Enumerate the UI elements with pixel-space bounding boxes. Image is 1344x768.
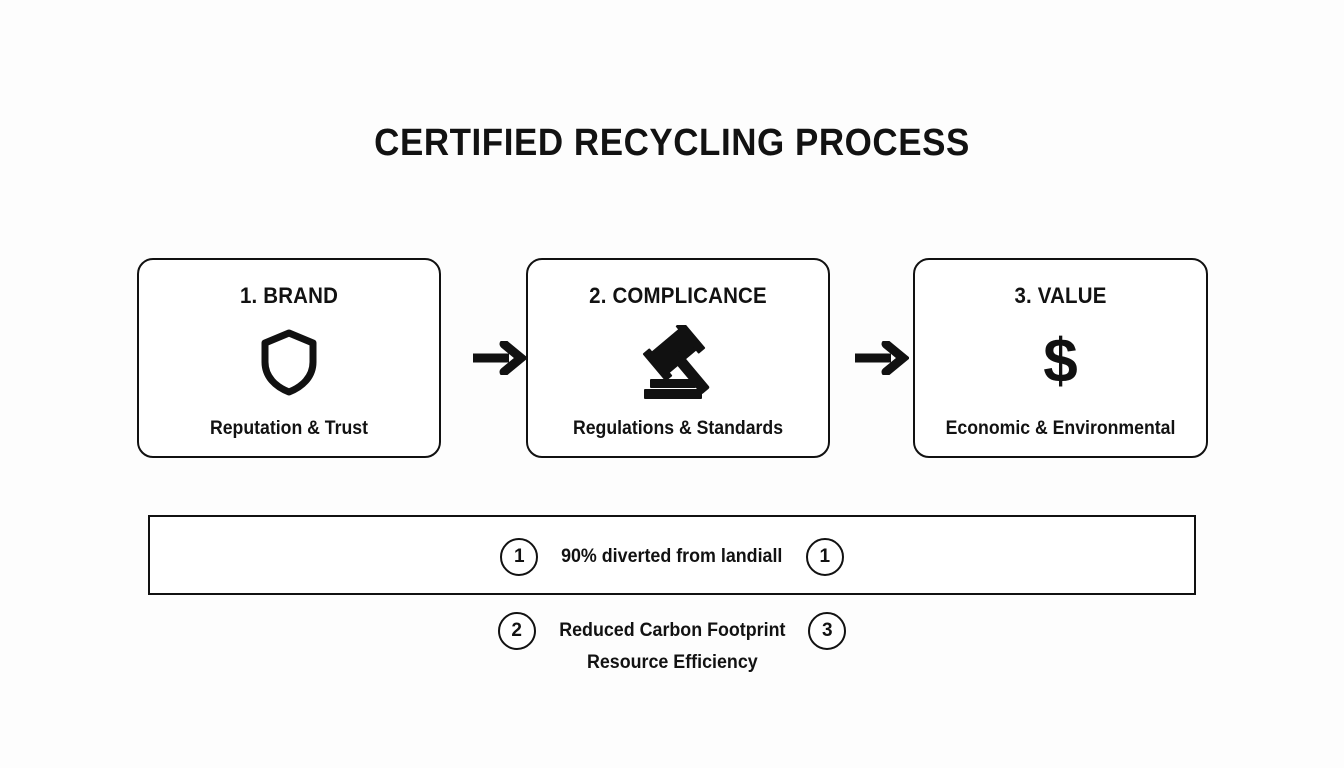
gavel-icon	[528, 325, 828, 399]
step-heading: 1. BRAND	[239, 283, 339, 308]
dollar-sign-icon: $	[915, 326, 1206, 398]
step-label: Economic & Environmental	[945, 418, 1176, 439]
metric-row: 1 90% diverted from landiall 1	[0, 538, 1344, 576]
metric-text-line-2: Resource Efficiency	[586, 652, 758, 673]
metric-badge-left[interactable]: 1	[500, 538, 539, 576]
metric-text-line-1: Reduced Carbon Footprint	[558, 620, 786, 641]
metric-badge-right[interactable]: 3	[808, 612, 847, 650]
process-step-brand[interactable]: 1. BRAND Reputation & Trust	[137, 258, 441, 458]
step-heading: 3. VALUE	[1014, 283, 1107, 308]
process-step-value[interactable]: 3. VALUE $ Economic & Environmental	[913, 258, 1208, 458]
arrow-right-icon-2	[849, 336, 913, 380]
dollar-sign-glyph: $	[1043, 327, 1078, 396]
metrics-band	[148, 515, 1196, 595]
metric-text-line-1: 90% diverted from landiall	[561, 546, 783, 567]
step-label: Reputation & Trust	[209, 418, 369, 439]
process-step-compliance[interactable]: 2. COMPLICANCE Regulations & S	[526, 258, 830, 458]
arrow-right-icon-1	[467, 336, 531, 380]
metric-badge-left[interactable]: 2	[497, 612, 536, 650]
metric-text: Reduced Carbon Footprint Resource Effici…	[559, 612, 785, 679]
metric-badge-right[interactable]: 1	[805, 538, 844, 576]
page-title: CERTIFIED RECYCLING PROCESS	[374, 122, 970, 164]
step-heading: 2. COMPLICANCE	[589, 283, 767, 308]
metric-row: 2 Reduced Carbon Footprint Resource Effi…	[0, 612, 1344, 679]
step-label: Regulations & Standards	[572, 418, 784, 439]
process-flow: 1. BRAND Reputation & Trust 2. COMPLICAN…	[137, 258, 1208, 458]
metric-text: 90% diverted from landiall	[561, 538, 782, 573]
shield-icon	[139, 326, 439, 398]
